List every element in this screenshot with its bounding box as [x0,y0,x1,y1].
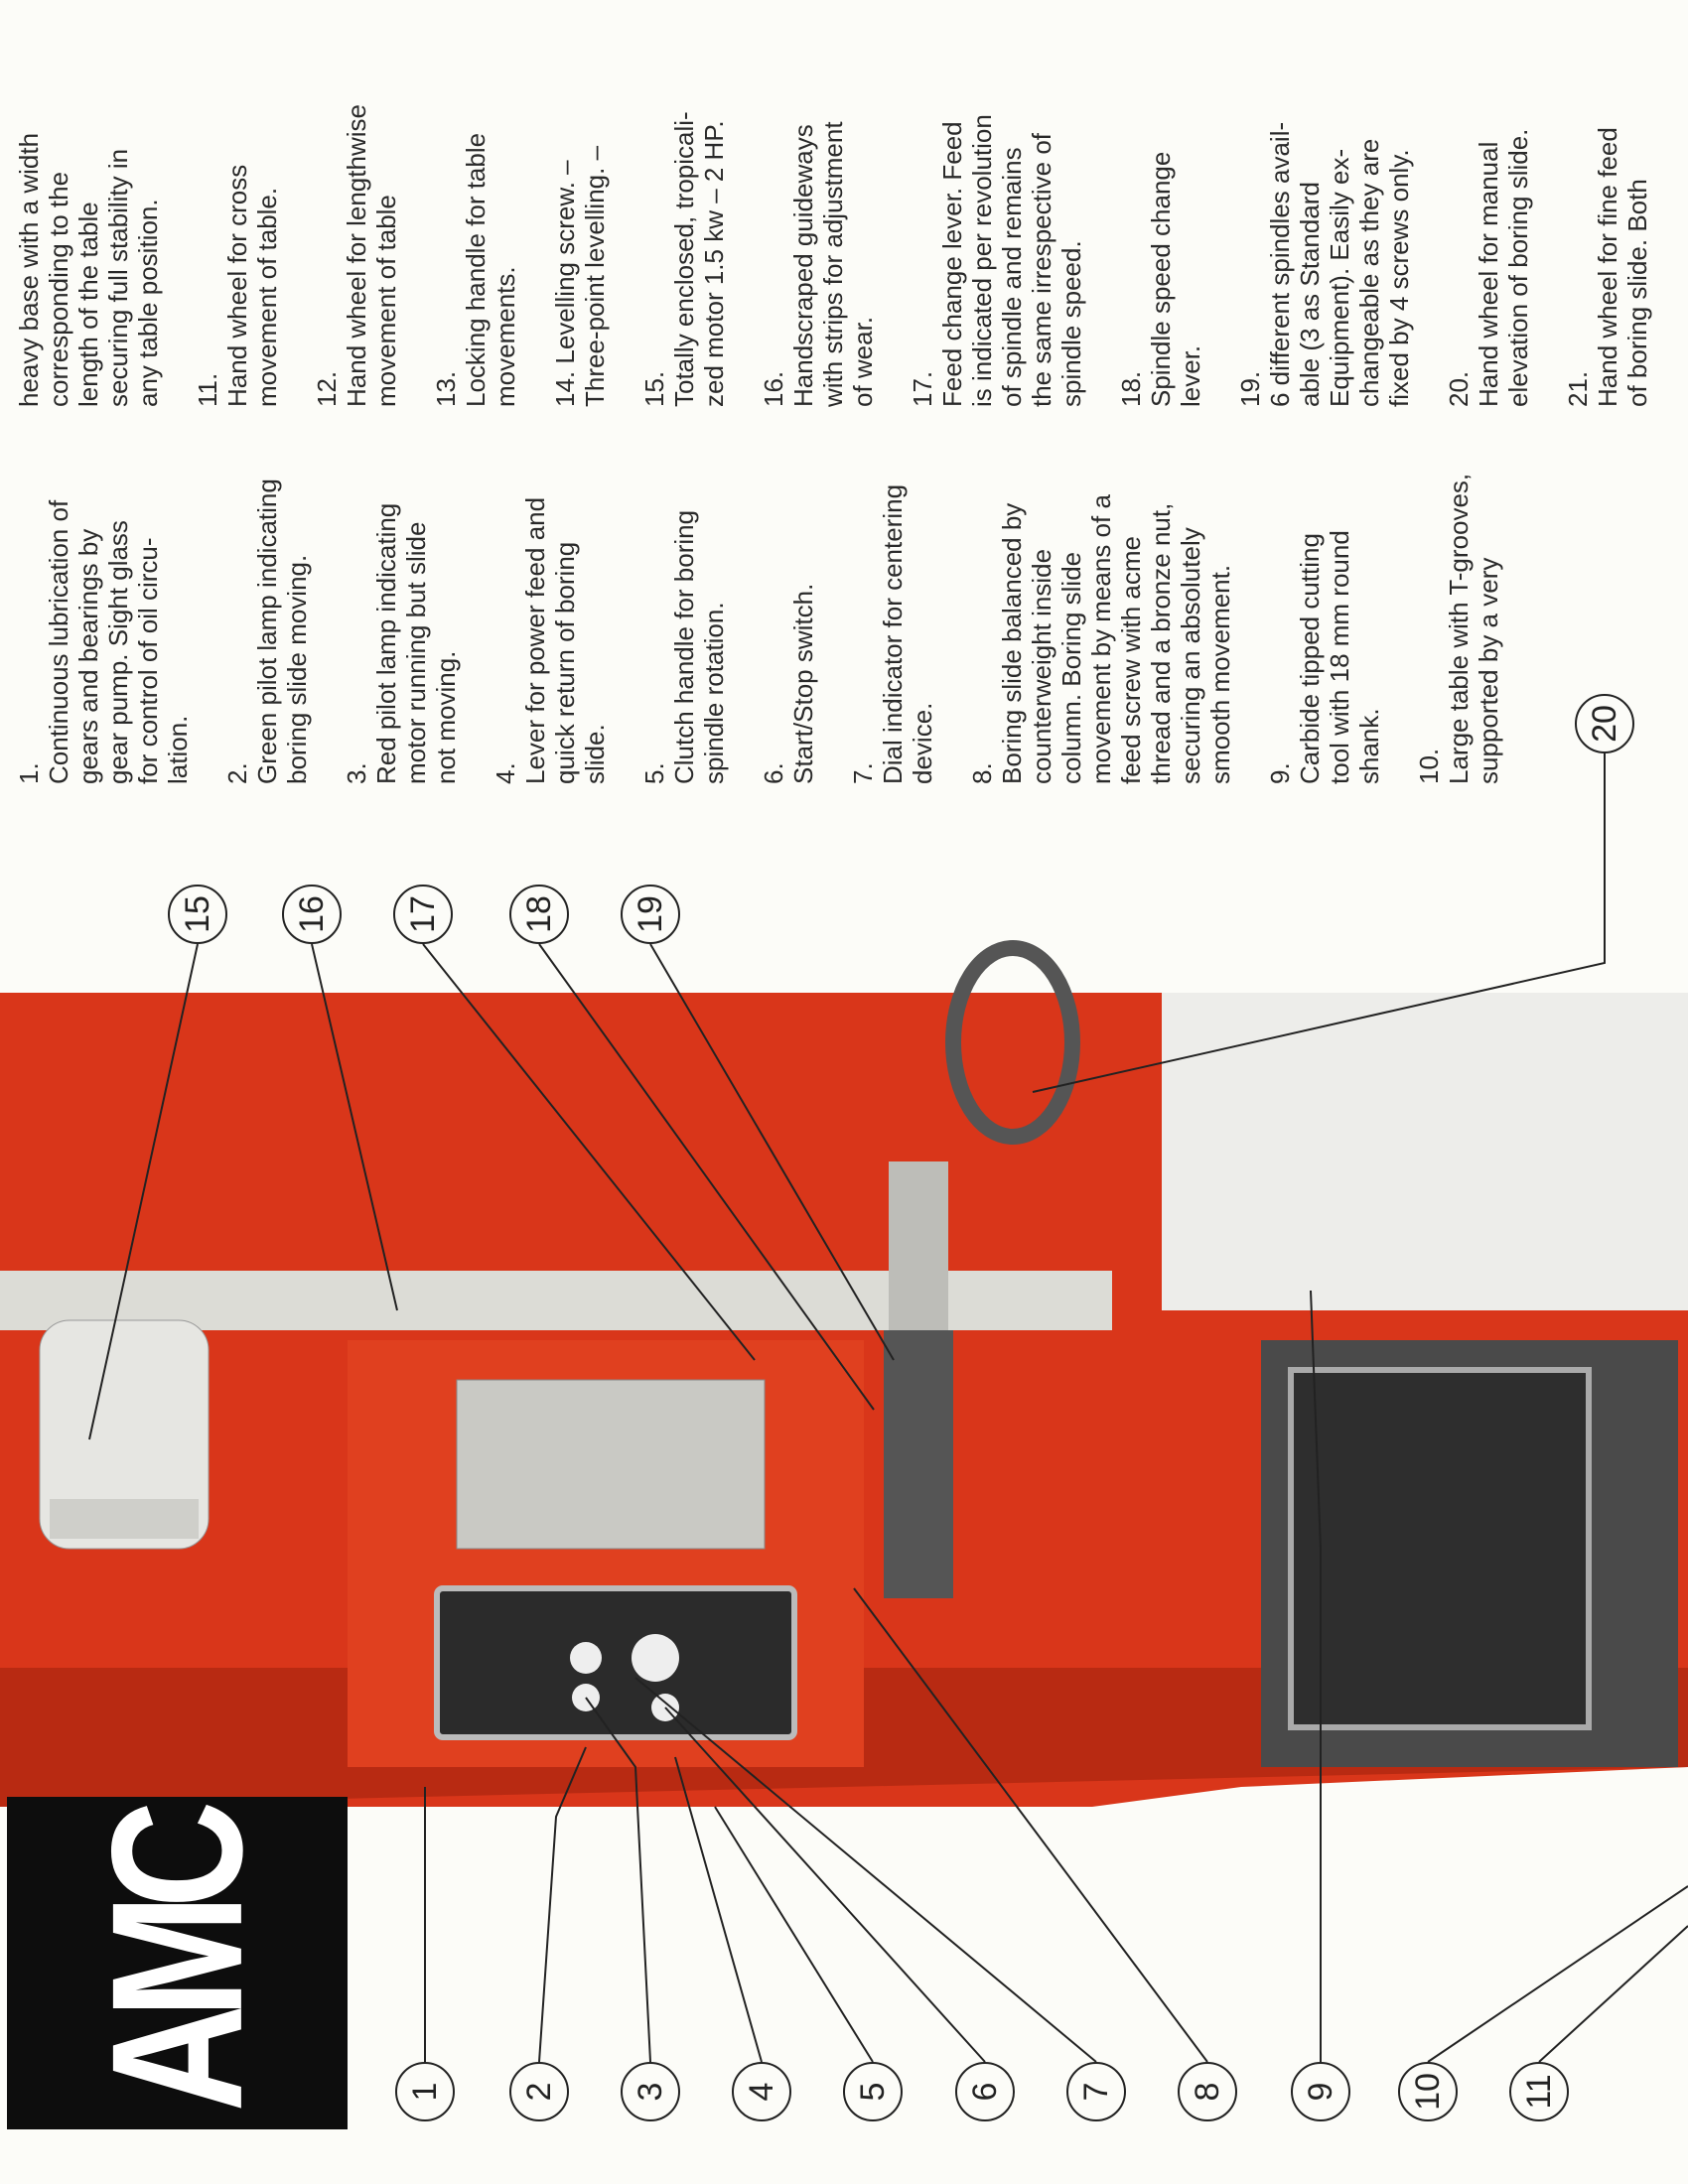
legend-item-number: 1. [14,762,44,784]
legend-item: 5.Clutch handle for boring spindle rotat… [639,407,729,784]
callout-5: 5 [843,2062,903,2121]
motor [39,1319,210,1550]
legend-item: 17.Feed change lever. Feed is indicated … [908,30,1086,407]
legend-column-1: 1.Continuous lubrication of gears and be… [14,407,1503,784]
legend-item-text: Clutch handle for boring spindle rotatio… [669,509,729,784]
legend-item: 16.Handscraped guideways with strips for… [759,30,878,407]
legend-item-number: 21. [1563,370,1593,407]
legend-item-text: Hand wheel for fine feed of boring slide… [1593,127,1652,407]
legend-item-number: 16. [759,370,788,407]
legend-item: 10.Large table with T-grooves, supported… [1414,407,1503,784]
legend-item-text: Red pilot lamp indicating motor running … [371,502,461,784]
callout-1: 1 [395,2062,455,2121]
legend-item-text: 6 different spindles avail- able (3 as S… [1265,121,1414,407]
legend-item: 15.Totally enclosed, tropicali- zed moto… [639,30,729,407]
legend-item: 7.Dial indicator for centering device. [848,407,937,784]
callout-17: 17 [393,885,453,944]
legend-item-text: Boring slide balanced by counterweight i… [997,494,1235,784]
legend-item: 1.Continuous lubrication of gears and be… [14,407,193,784]
callout-8: 8 [1178,2062,1237,2121]
legend-item-number: 7. [848,762,878,784]
legend-item-number: 17. [908,370,937,407]
legend-item: 8.Boring slide balanced by counterweight… [967,407,1235,784]
legend-item-number: 6. [759,762,788,784]
spindle [884,1330,953,1598]
legend-item-text: Handscraped guideways with strips for ad… [788,121,878,407]
legend-item: 2.Green pilot lamp indicating boring sli… [222,407,312,784]
amc-logo: AMC [7,1797,348,2129]
legend-item-text: Start/Stop switch. [788,583,818,784]
legend-item-text: Feed change lever. Feed is indicated per… [937,114,1086,407]
legend-item-number: 19. [1235,370,1265,407]
callout-2: 2 [509,2062,569,2121]
legend-item-text: Locking handle for table movements. [461,132,520,407]
legend-item-number: 12. [312,370,342,407]
legend-item: 3.Red pilot lamp indicating motor runnin… [342,407,461,784]
legend-item-text: Green pilot lamp indicating boring slide… [252,478,312,784]
callout-7: 7 [1066,2062,1126,2121]
callout-11: 11 [1509,2062,1569,2121]
legend-item-text: Hand wheel for manual elevation of borin… [1474,128,1533,407]
callout-10: 10 [1398,2062,1458,2121]
legend-item-text: Large table with T-grooves, supported by… [1444,473,1503,784]
base [1162,993,1688,1310]
legend-item: 13.Locking handle for table movements. [431,30,520,407]
callout-16: 16 [282,885,342,944]
legend-item-number: 14. [550,370,580,407]
legend-item: 14. Levelling screw. – Three-point level… [550,30,610,407]
legend-item-10-continued: heavy base with a width corresponding to… [14,132,163,407]
leader-lines [88,753,1688,2063]
legend-item: 4.Lever for power feed and quick return … [491,407,610,784]
legend-column-2: heavy base with a width corresponding to… [14,30,1688,407]
callout-3: 3 [621,2062,680,2121]
legend-item-text: Dial indicator for centering device. [878,483,937,784]
legend-item-number: 20. [1444,370,1474,407]
guideway [0,1271,1112,1330]
feed-plate [456,1379,766,1550]
legend-item-text: Totally enclosed, tropicali- zed motor 1… [669,111,729,407]
legend-item: 20.Hand wheel for manual elevation of bo… [1444,30,1533,407]
legend-item-text: Carbide tipped cutting tool with 18 mm r… [1295,530,1384,784]
legend-item-text: Lever for power feed and quick return of… [520,496,610,784]
legend-item: 6.Start/Stop switch. [759,407,818,784]
legend-item-text: Hand wheel for cross movement of table. [222,164,282,407]
legend-item: 18.Spindle speed change lever. [1116,30,1205,407]
legend-item-number: 9. [1265,762,1295,784]
callout-19: 19 [621,885,680,944]
callout-18: 18 [509,885,569,944]
callout-6: 6 [955,2062,1015,2121]
callout-20: 20 [1575,694,1634,753]
legend-item: 12.Hand wheel for lengthwise movement of… [312,30,401,407]
legend-item-number: 13. [431,370,461,407]
legend-item-text: Continuous lubrication of gears and bear… [44,499,193,784]
legend-item: 9.Carbide tipped cutting tool with 18 mm… [1265,407,1384,784]
control-panel [434,1585,797,1740]
legend-item-text: Hand wheel for lengthwise movement of ta… [342,104,401,407]
callout-4: 4 [732,2062,791,2121]
legend-item-number: 4. [491,762,520,784]
legend-item-text: Spindle speed change lever. [1146,151,1205,407]
legend-item-number: 3. [342,762,371,784]
legend-item-number: 18. [1116,370,1146,407]
legend-item-number: 10. [1414,748,1444,784]
hand-wheel [945,940,1080,1145]
legend-item-number: 2. [222,762,252,784]
callout-9: 9 [1291,2062,1350,2121]
legend-item: 19.6 different spindles avail- able (3 a… [1235,30,1414,407]
callout-15: 15 [168,885,227,944]
legend-item-text: Levelling screw. – Three-point levelling… [550,145,610,407]
legend-item-number: 8. [967,762,997,784]
legend-item: 11.Hand wheel for cross movement of tabl… [193,30,282,407]
legend-item-number: 15. [639,370,669,407]
legend-item-number: 5. [639,762,669,784]
legend-item-number: 11. [193,372,222,407]
legend-item: 21.Hand wheel for fine feed of boring sl… [1563,30,1652,407]
